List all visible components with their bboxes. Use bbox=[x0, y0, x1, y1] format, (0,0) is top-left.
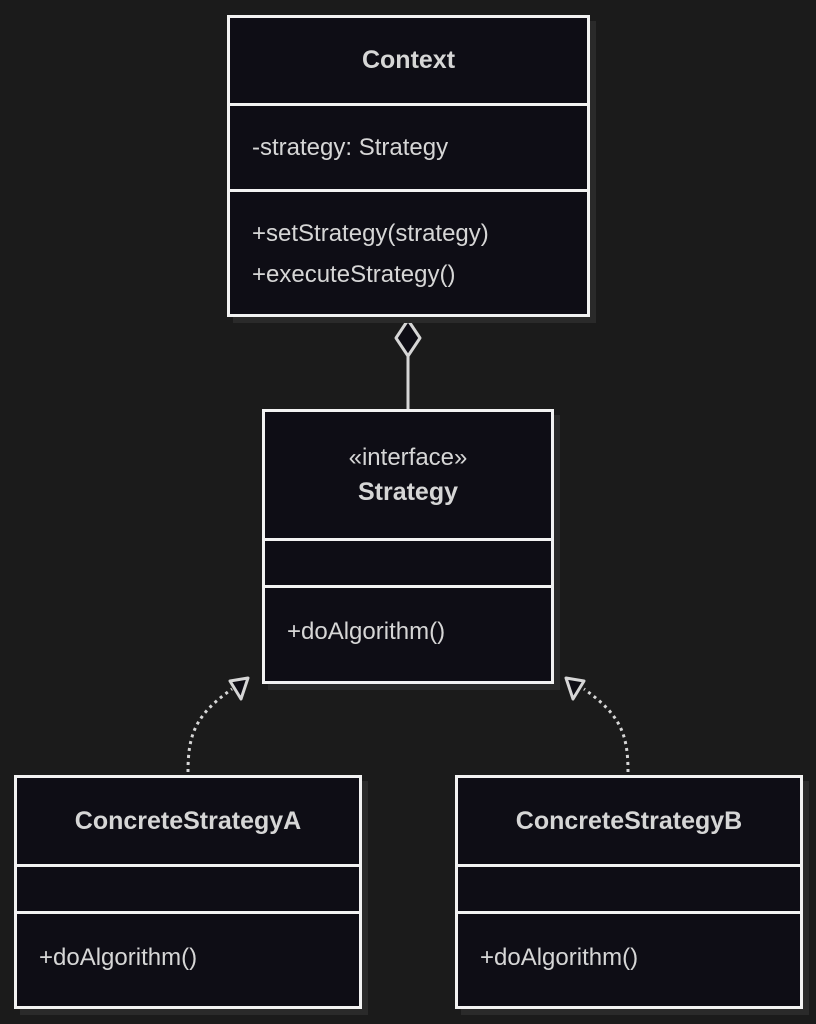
attributes-compartment bbox=[17, 867, 359, 914]
class-name: Context bbox=[361, 46, 456, 74]
class-concrete-strategy-b[interactable]: ConcreteStrategyB +doAlgorithm() bbox=[455, 775, 803, 1009]
method: +setStrategy(strategy) bbox=[252, 220, 489, 247]
methods-compartment: +setStrategy(strategy) +executeStrategy(… bbox=[230, 192, 587, 314]
method: +doAlgorithm() bbox=[287, 618, 446, 645]
methods-compartment: +doAlgorithm() bbox=[17, 914, 359, 1006]
method: +doAlgorithm() bbox=[480, 944, 639, 971]
class-name-compartment: ConcreteStrategyB bbox=[458, 778, 800, 867]
realization-relation-concrete-a bbox=[186, 676, 250, 773]
realization-arrowhead-icon bbox=[564, 676, 586, 701]
methods-compartment: +doAlgorithm() bbox=[458, 914, 800, 1006]
attributes-compartment: -strategy: Strategy bbox=[230, 106, 587, 192]
aggregation-diamond-icon bbox=[394, 318, 422, 358]
realization-arrowhead-icon bbox=[228, 676, 250, 701]
methods-compartment: +doAlgorithm() bbox=[265, 588, 551, 681]
realization-dashed-line-a bbox=[186, 687, 233, 773]
attribute: -strategy: Strategy bbox=[252, 134, 449, 161]
realization-dashed-line-b bbox=[583, 687, 630, 773]
method: +executeStrategy() bbox=[252, 261, 456, 288]
class-name-compartment: ConcreteStrategyA bbox=[17, 778, 359, 867]
class-strategy[interactable]: «interface» Strategy +doAlgorithm() bbox=[262, 409, 554, 684]
stereotype-label: «interface» bbox=[348, 443, 468, 471]
class-context[interactable]: Context -strategy: Strategy +setStrategy… bbox=[227, 15, 590, 317]
class-name-compartment: Context bbox=[230, 18, 587, 106]
class-concrete-strategy-a[interactable]: ConcreteStrategyA +doAlgorithm() bbox=[14, 775, 362, 1009]
method: +doAlgorithm() bbox=[39, 944, 198, 971]
realization-relation-concrete-b bbox=[564, 676, 630, 773]
attributes-compartment bbox=[458, 867, 800, 914]
class-name: ConcreteStrategyA bbox=[74, 806, 302, 835]
class-name-compartment: «interface» Strategy bbox=[265, 412, 551, 541]
class-name: ConcreteStrategyB bbox=[515, 806, 743, 835]
attributes-compartment bbox=[265, 541, 551, 588]
aggregation-relation-context-strategy bbox=[394, 318, 422, 410]
class-name: Strategy bbox=[357, 477, 459, 506]
